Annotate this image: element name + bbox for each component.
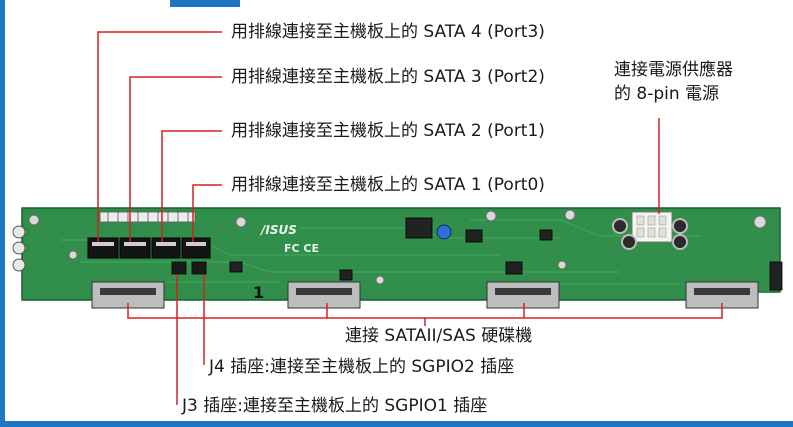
board-certification-marks: FC CE [284,242,319,255]
frame-edge-left [0,0,5,427]
leader-sata1 [192,184,222,242]
leader-sata4 [97,31,222,242]
frame-edge-bottom [0,421,793,427]
sata2-label: 用排線連接至主機板上的 SATA 2 (Port1) [231,121,545,141]
power-label-line2: 的 8-pin 電源 [614,84,720,104]
power-label-line1: 連接電源供應器 [614,60,733,80]
leader-sata2 [161,130,222,242]
sata3-label: 用排線連接至主機板上的 SATA 3 (Port2) [231,67,545,87]
leader-sata3 [129,76,222,242]
backplane-board [12,207,783,309]
j4-label: J4 插座:連接至主機板上的 SGPIO2 插座 [209,357,515,377]
j3-label: J3 插座:連接至主機板上的 SGPIO1 插座 [182,396,488,416]
drives-label: 連接 SATAII/SAS 硬碟機 [345,326,533,346]
board-port-marking: 1 [253,283,264,302]
sata1-label: 用排線連接至主機板上的 SATA 1 (Port0) [231,175,545,195]
leader-lines [97,31,723,405]
board-logo: /ISUS [259,223,297,237]
sata4-label: 用排線連接至主機板上的 SATA 4 (Port3) [231,22,545,42]
leader-drives-bracket [127,303,723,319]
frame-top-tab [170,0,240,7]
